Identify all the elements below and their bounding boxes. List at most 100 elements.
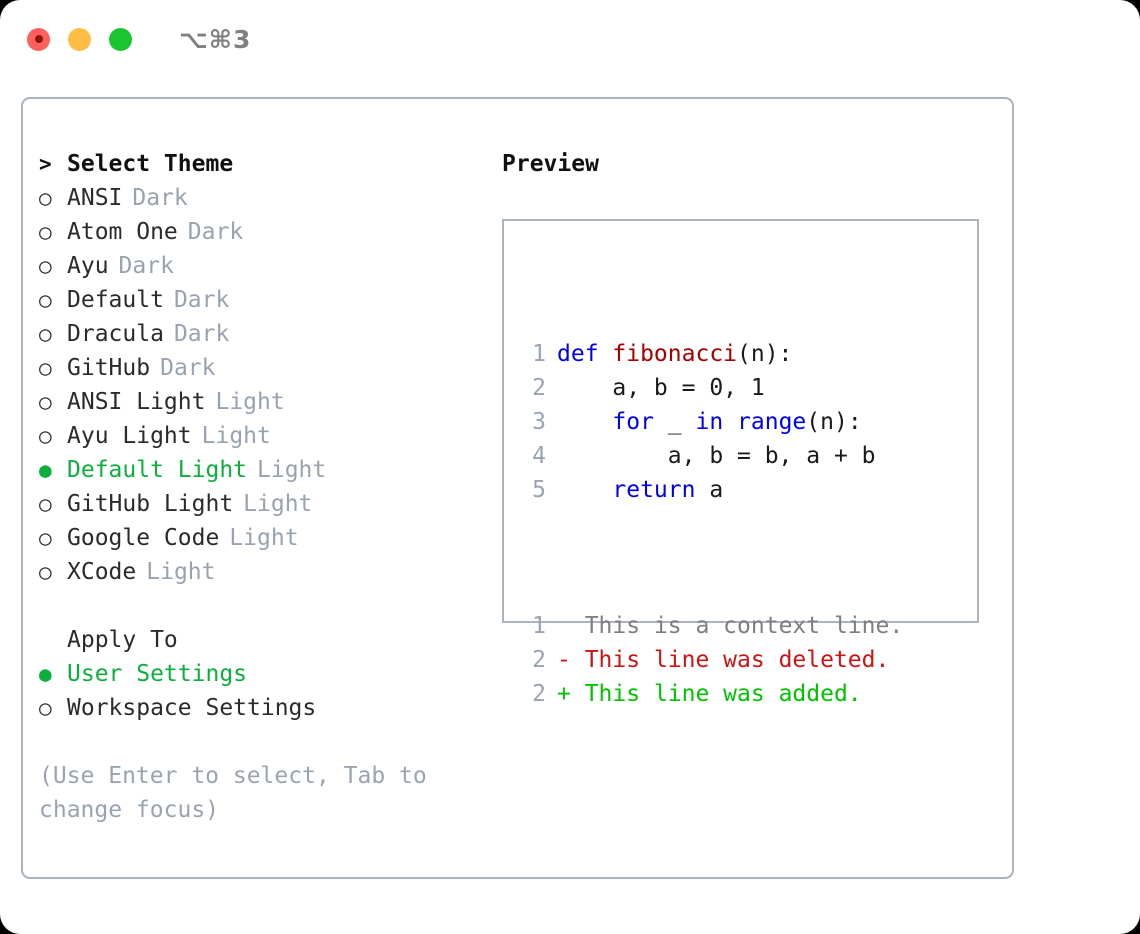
line-number: 3 bbox=[532, 409, 546, 435]
code-token: (n): bbox=[806, 409, 862, 435]
minimize-button-icon[interactable] bbox=[68, 27, 91, 51]
apply-to-item[interactable]: ○ Workspace Settings bbox=[39, 691, 479, 725]
prompt-caret-icon: > bbox=[39, 152, 52, 176]
diff-sign bbox=[557, 613, 571, 639]
theme-item-variant-badge: Light bbox=[215, 389, 285, 415]
theme-item-variant-badge: Light bbox=[146, 559, 216, 585]
radio-unselected-icon[interactable]: ○ bbox=[39, 526, 52, 550]
code-token bbox=[723, 409, 737, 435]
radio-selected-icon[interactable]: ● bbox=[39, 662, 52, 686]
code-token bbox=[557, 477, 612, 503]
diff-line: 1 This is a context line. bbox=[524, 609, 903, 643]
code-line: 2 a, b = 0, 1 bbox=[524, 371, 903, 405]
radio-unselected-icon[interactable]: ○ bbox=[39, 254, 52, 278]
code-line: 4 a, b = b, a + b bbox=[524, 439, 903, 473]
theme-item-variant-badge: Dark bbox=[118, 253, 174, 279]
theme-list-item[interactable]: ○ GitHub Dark bbox=[39, 351, 479, 385]
radio-unselected-icon[interactable]: ○ bbox=[39, 390, 52, 414]
keyboard-hint: (Use Enter to select, Tab to change focu… bbox=[39, 763, 427, 823]
theme-item-variant-badge: Dark bbox=[173, 287, 230, 313]
apply-to-title: Apply To bbox=[67, 627, 178, 653]
theme-item-variant-badge: Light bbox=[229, 525, 299, 551]
theme-item-variant-badge: Light bbox=[257, 457, 327, 483]
code-token bbox=[557, 409, 612, 435]
radio-unselected-icon[interactable]: ○ bbox=[39, 424, 52, 448]
theme-list-item[interactable]: ○ Dracula Dark bbox=[39, 317, 479, 351]
line-number: 1 bbox=[532, 341, 546, 367]
radio-selected-icon[interactable]: ● bbox=[39, 458, 52, 482]
diff-text: This is a context line. bbox=[570, 613, 904, 639]
theme-item-label: ANSI Light bbox=[67, 389, 206, 415]
diff-line-number: 1 bbox=[532, 613, 546, 639]
theme-list-item[interactable]: ○ Default Dark bbox=[39, 283, 479, 317]
code-line: 3 for _ in range(n): bbox=[524, 405, 903, 439]
diff-line: 2- This line was deleted. bbox=[524, 643, 903, 677]
theme-item-label: Default Light bbox=[67, 457, 248, 483]
preview-title: Preview bbox=[502, 151, 599, 177]
diff-sign: + bbox=[557, 681, 571, 707]
diff-text: This line was deleted. bbox=[570, 647, 890, 673]
code-token: a, b = 0, 1 bbox=[557, 375, 765, 401]
theme-item-variant-badge: Dark bbox=[132, 185, 188, 211]
code-token: range bbox=[737, 409, 807, 435]
diff-sign: - bbox=[557, 647, 571, 673]
theme-list-item[interactable]: ○ Google Code Light bbox=[39, 521, 479, 555]
code-token: a, b = b, a + b bbox=[557, 443, 876, 469]
theme-item-label: ANSI bbox=[67, 185, 123, 211]
diff-text: This line was added. bbox=[570, 681, 862, 707]
radio-unselected-icon[interactable]: ○ bbox=[39, 356, 52, 380]
theme-list-item[interactable]: ● Default Light Light bbox=[39, 453, 479, 487]
code-token: _ bbox=[653, 409, 696, 435]
diff-line-number: 2 bbox=[532, 647, 546, 673]
close-button-icon[interactable] bbox=[27, 27, 50, 51]
theme-item-label: Ayu bbox=[67, 253, 109, 279]
apply-to-list: ● User Settings ○ Workspace Settings bbox=[39, 657, 479, 725]
radio-unselected-icon[interactable]: ○ bbox=[39, 322, 52, 346]
theme-item-variant-badge: Dark bbox=[173, 321, 230, 347]
theme-list-item[interactable]: ○ ANSI Light Light bbox=[39, 385, 479, 419]
theme-item-label: XCode bbox=[67, 559, 137, 585]
code-line: 5 return a bbox=[524, 473, 903, 507]
select-theme-title: Select Theme bbox=[67, 151, 234, 177]
theme-list-item[interactable]: ○ XCode Light bbox=[39, 555, 479, 589]
apply-to-item-label: Workspace Settings bbox=[67, 695, 317, 721]
theme-item-label: Google Code bbox=[67, 525, 220, 551]
diff-line-number: 2 bbox=[532, 681, 546, 707]
theme-list-item[interactable]: ○ Ayu Dark bbox=[39, 249, 479, 283]
theme-item-variant-badge: Light bbox=[243, 491, 313, 517]
theme-item-label: GitHub bbox=[67, 355, 151, 381]
radio-unselected-icon[interactable]: ○ bbox=[39, 560, 52, 584]
code-token: return bbox=[612, 477, 696, 503]
code-token: a bbox=[695, 477, 724, 503]
apply-to-item-label: User Settings bbox=[67, 661, 248, 687]
maximize-button-icon[interactable] bbox=[109, 27, 132, 51]
theme-item-label: Dracula bbox=[67, 321, 164, 347]
theme-item-label: Ayu Light bbox=[67, 423, 192, 449]
radio-unselected-icon[interactable]: ○ bbox=[39, 220, 52, 244]
title-bar: ⌥⌘3 bbox=[0, 0, 1140, 78]
diff-line: 2 + This line was added. bbox=[524, 677, 903, 711]
radio-unselected-icon[interactable]: ○ bbox=[39, 288, 52, 312]
theme-item-variant-badge: Dark bbox=[160, 355, 216, 381]
code-token: in bbox=[695, 409, 724, 435]
theme-item-label: Atom One bbox=[67, 219, 178, 245]
theme-list-item[interactable]: ○ ANSI Dark bbox=[39, 181, 479, 215]
radio-unselected-icon[interactable]: ○ bbox=[39, 696, 52, 720]
code-token: def bbox=[557, 341, 613, 367]
radio-unselected-icon[interactable]: ○ bbox=[39, 186, 52, 210]
theme-item-label: Default bbox=[67, 287, 164, 313]
radio-unselected-icon[interactable]: ○ bbox=[39, 492, 52, 516]
apply-to-item[interactable]: ● User Settings bbox=[39, 657, 479, 691]
